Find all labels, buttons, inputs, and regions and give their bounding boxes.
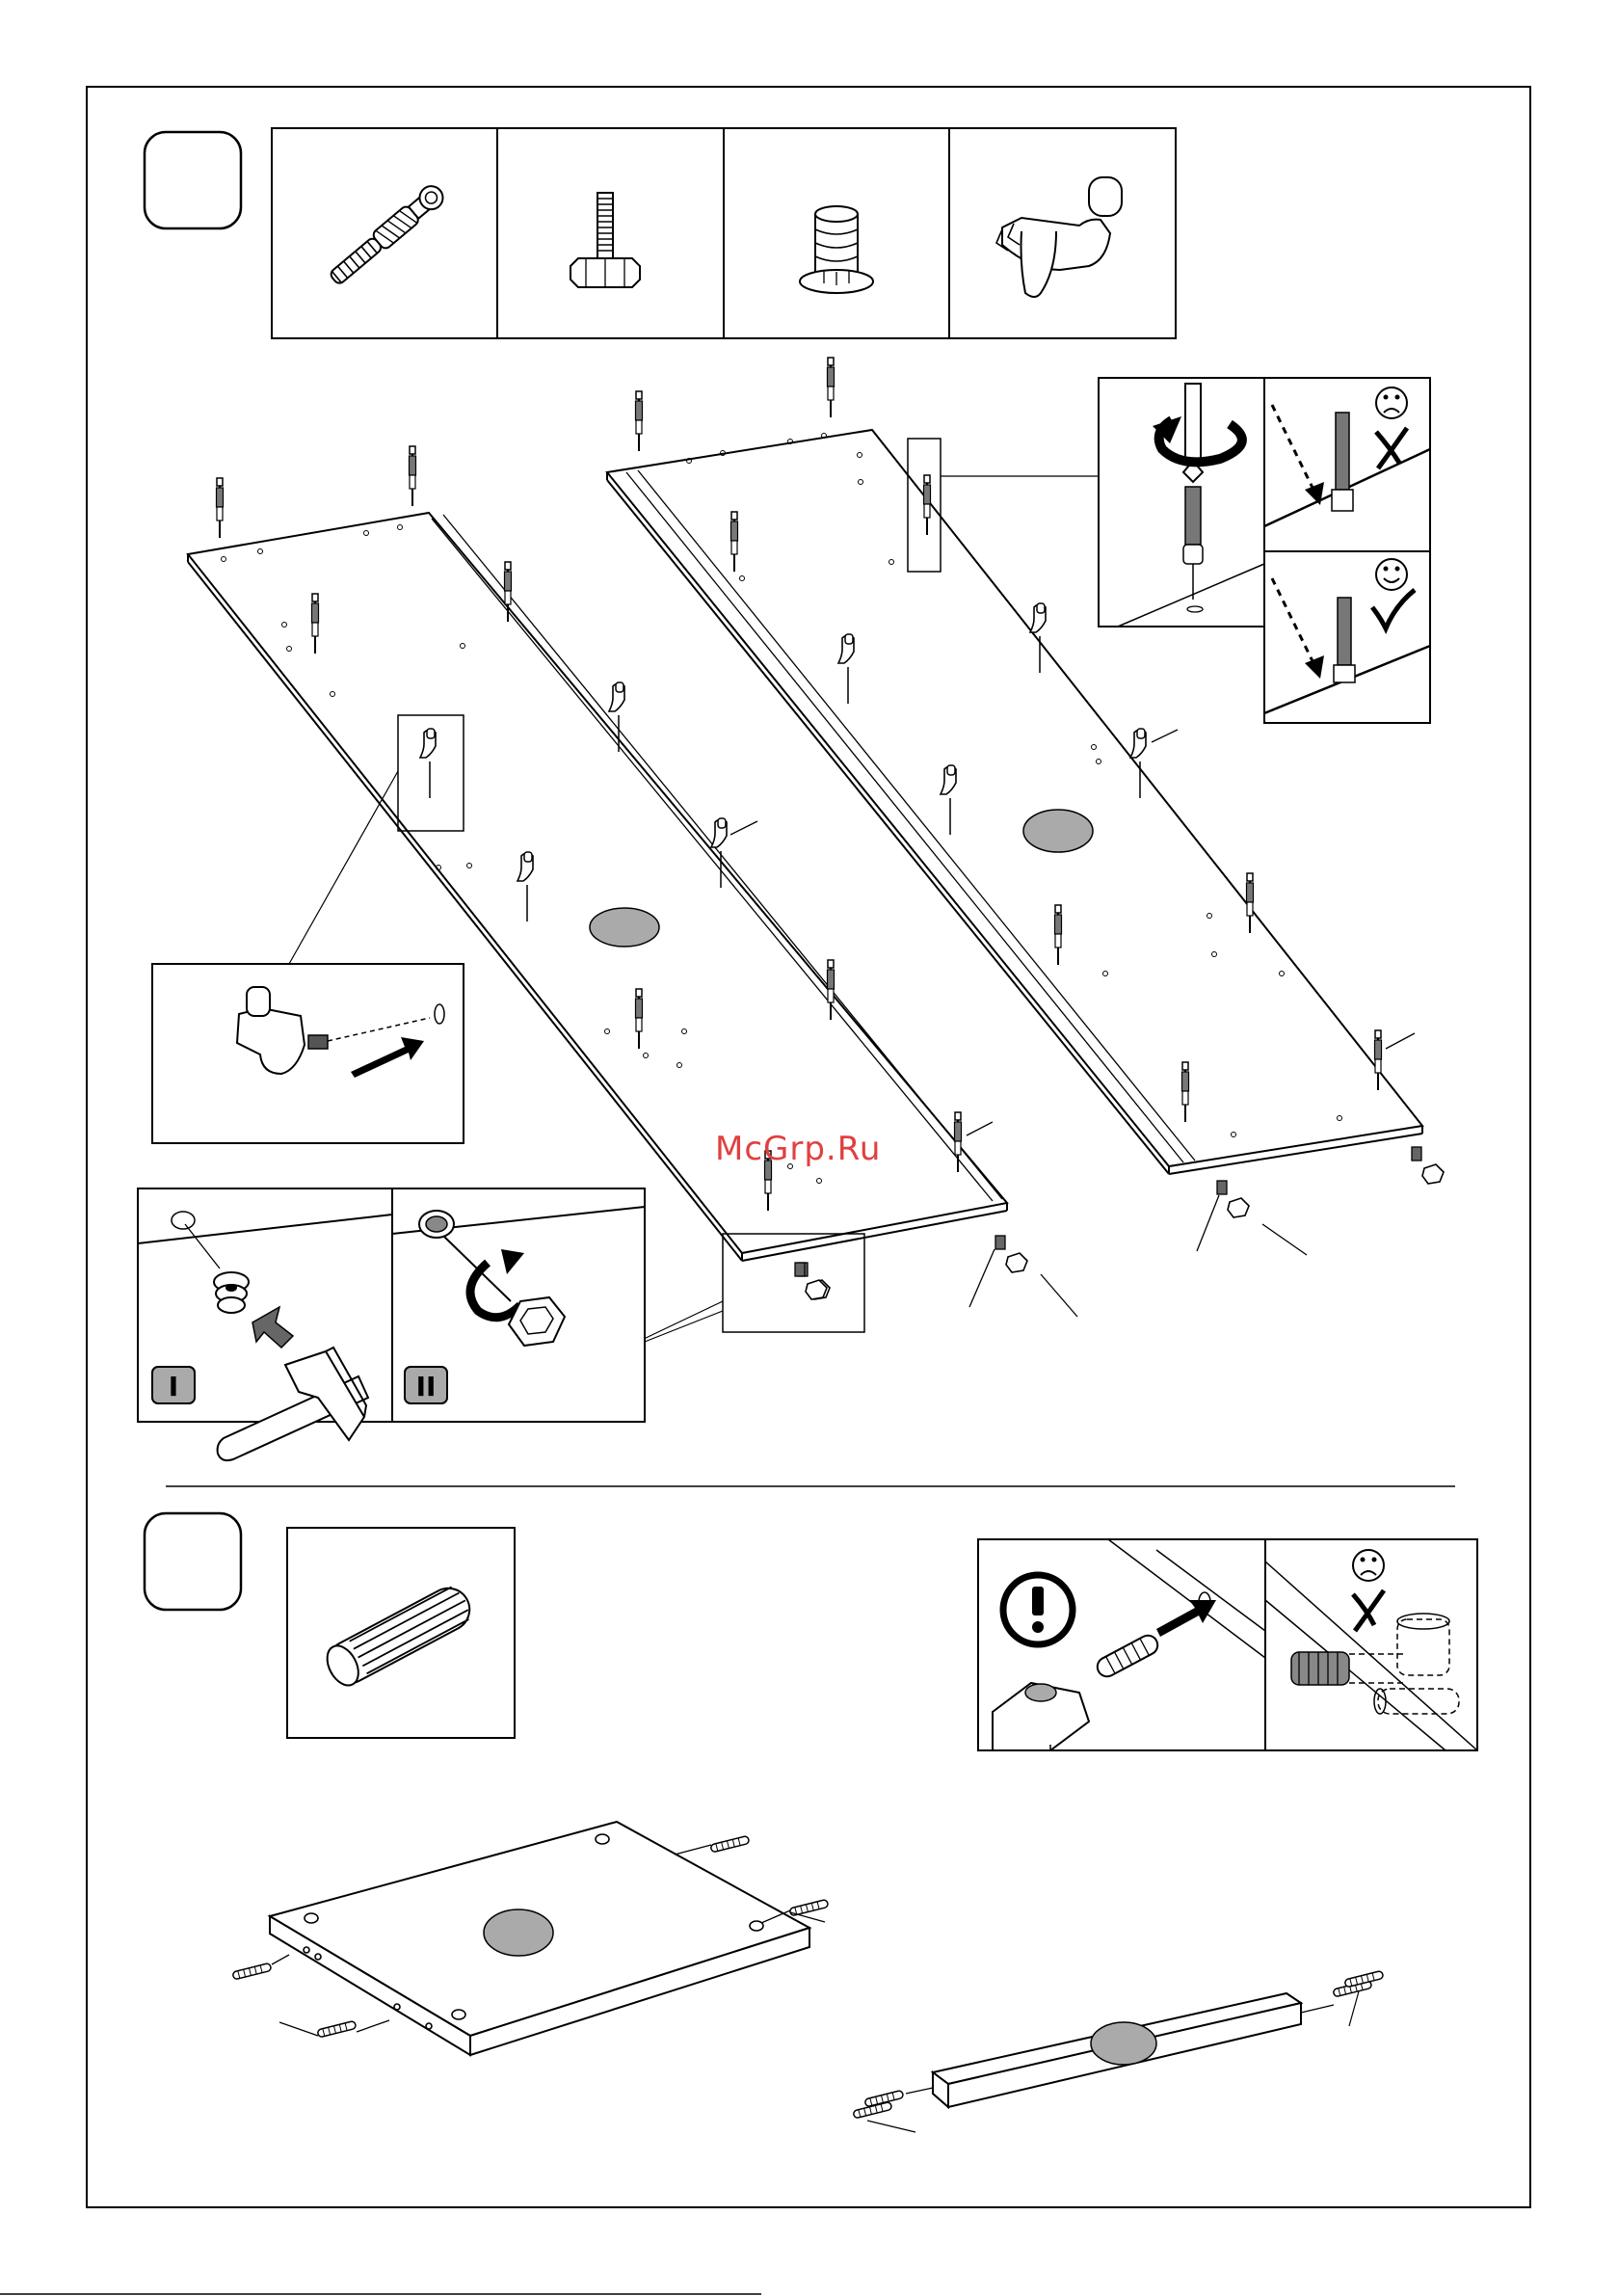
- rail-label-sticker: [1091, 2022, 1156, 2065]
- panel-label-sticker-2: [1023, 810, 1093, 852]
- shelf-support-insertion-detail: [152, 964, 464, 1143]
- step-label-II: II: [416, 1371, 437, 1402]
- watermark: McGrp.Ru: [715, 1130, 881, 1168]
- step-number-box-1: [145, 132, 241, 228]
- exclamation-icon: [1003, 1575, 1073, 1644]
- rail-board: [853, 1970, 1384, 2132]
- shelf-board: [232, 1822, 829, 2055]
- hardware-parts-strip: [272, 128, 1176, 338]
- dowel-warning-detail: [978, 1539, 1477, 1750]
- step-number-box-2: [145, 1513, 241, 1610]
- step-label-I: I: [169, 1371, 178, 1402]
- dowel-part-box: [287, 1528, 515, 1738]
- foot-installation-detail: I II: [138, 1188, 645, 1460]
- shelf-label-sticker: [484, 1909, 553, 1956]
- panel-label-sticker: [590, 908, 659, 947]
- cam-insertion-detail: [1099, 378, 1430, 723]
